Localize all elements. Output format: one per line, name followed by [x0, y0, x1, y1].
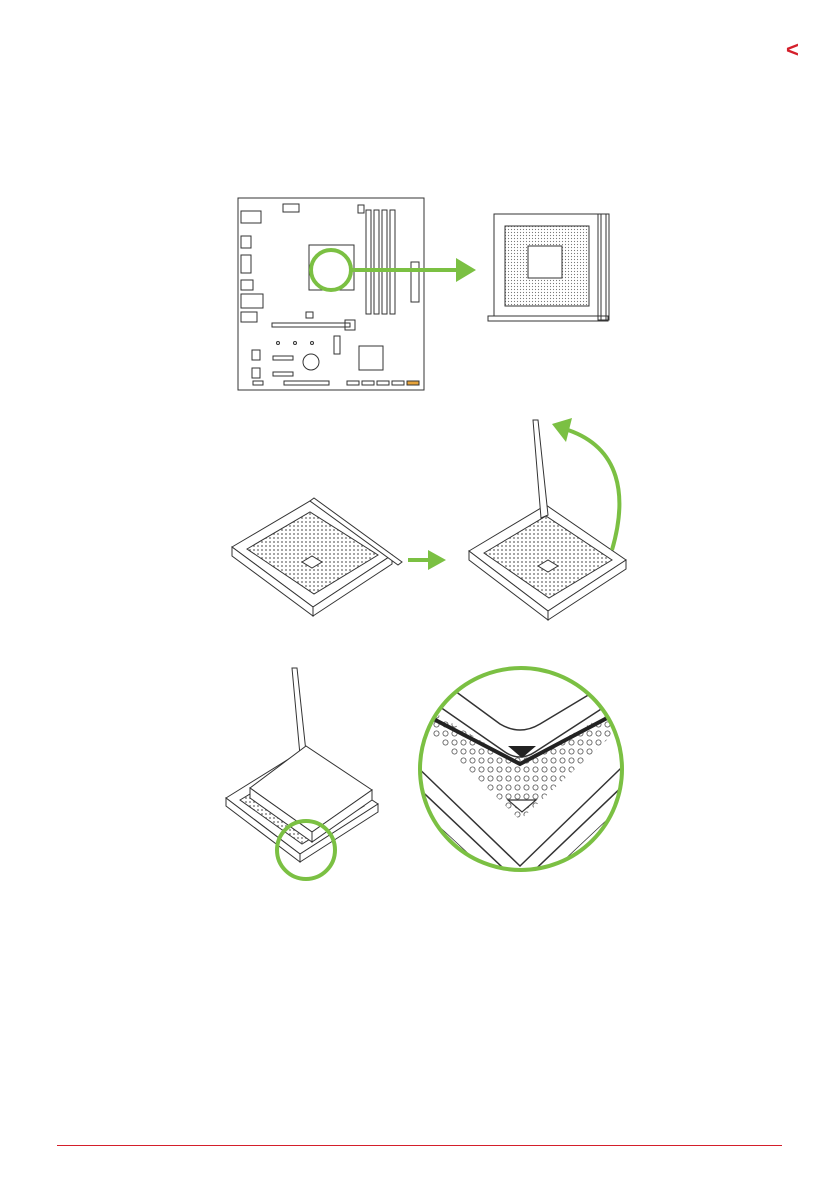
cpu-insert-icon: [226, 668, 378, 862]
triangle-marker-icon: [410, 660, 650, 902]
figure-align-cpu-triangle: [0, 0, 839, 900]
footer-divider: [57, 1145, 782, 1146]
